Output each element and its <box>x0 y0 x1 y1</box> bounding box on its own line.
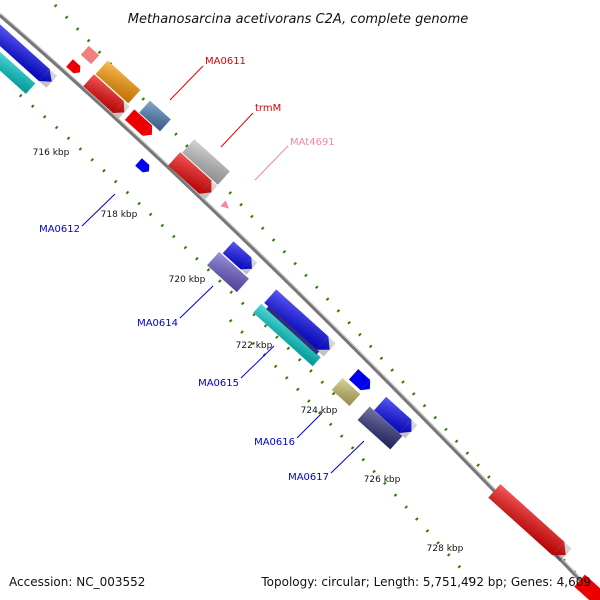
leader-ma0612 <box>81 193 116 227</box>
leader-mat4691 <box>254 145 289 181</box>
label-leaders <box>81 65 365 474</box>
tick-tracks <box>19 3 597 597</box>
label-ma0617[interactable]: MA0617 <box>288 472 329 483</box>
feature-pink-trna <box>220 200 229 209</box>
label-ma0612[interactable]: MA0612 <box>39 224 80 235</box>
feature-red-corner <box>574 574 600 600</box>
leader-ma0615 <box>240 345 275 379</box>
feature-red-small <box>66 59 81 74</box>
leader-ma0611 <box>169 65 204 101</box>
leader-ma0617 <box>330 440 365 474</box>
feature-red-ma0611 <box>83 74 130 119</box>
feature-red-large <box>168 152 218 200</box>
topology-text: Topology: circular; Length: 5,751,492 bp… <box>260 575 591 589</box>
tick-718: 718 kbp <box>101 210 138 220</box>
feature-violet-ma0614 <box>207 251 249 293</box>
tick-728: 728 kbp <box>427 544 464 554</box>
feature-red-trmm <box>124 109 153 136</box>
feature-cyan-edge <box>0 46 36 94</box>
feature-silver <box>182 139 230 185</box>
tick-716: 716 kbp <box>33 148 70 158</box>
accession-text: Accession: NC_003552 <box>9 575 145 589</box>
label-ma0616[interactable]: MA0616 <box>254 437 295 448</box>
feature-blue-ma0615 <box>264 289 336 357</box>
inner-tick-track-1 <box>19 93 342 402</box>
leader-trmm <box>220 112 254 148</box>
inner-tick-track-2 <box>228 318 482 591</box>
feature-cyan-ma0615 <box>253 303 321 367</box>
label-ma0614[interactable]: MA0614 <box>137 318 178 329</box>
tick-724: 724 kbp <box>301 406 338 416</box>
label-ma0615[interactable]: MA0615 <box>198 378 239 389</box>
leader-ma0614 <box>179 285 214 319</box>
feature-blue-ma0614 <box>222 241 258 275</box>
feature-salmon <box>80 45 100 65</box>
feature-blue-ma0616 <box>348 369 371 391</box>
label-mat4691[interactable]: MAt4691 <box>290 137 335 148</box>
genome-title: Methanosarcina acetivorans C2A, complete… <box>128 12 469 27</box>
leader-ma0616 <box>296 412 323 439</box>
tick-722: 722 kbp <box>236 341 273 351</box>
feature-navy-ma0615 <box>266 306 320 355</box>
tick-726: 726 kbp <box>364 475 401 485</box>
feature-khaki-ma0616 <box>331 378 361 406</box>
feature-blue-edge <box>0 22 58 88</box>
feature-blue-ma0612 <box>135 158 150 173</box>
feature-steelblue <box>139 100 171 132</box>
feature-navy-ma0617 <box>357 406 403 450</box>
label-ma0611[interactable]: MA0611 <box>205 56 246 67</box>
label-trmm[interactable]: trmM <box>255 103 281 114</box>
feature-orange <box>95 60 141 104</box>
feature-red-bottom <box>488 484 572 562</box>
feature-blue-ma0617 <box>374 396 418 439</box>
tick-720: 720 kbp <box>169 275 206 285</box>
